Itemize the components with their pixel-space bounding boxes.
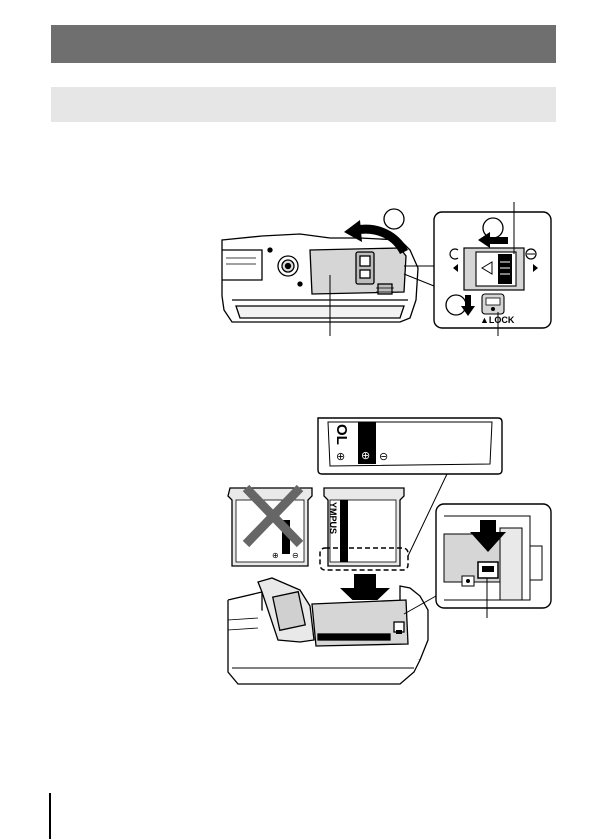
lock-detail-inset: ▲LOCK (434, 202, 551, 336)
plus-symbol: ⊕ (336, 451, 345, 463)
minus-symbol: ⊖ (379, 451, 388, 463)
battery-side-text: YMPUS (328, 502, 338, 534)
battery-wrong-orientation: ⊕ ⊖ (228, 488, 312, 566)
battery-top-text: OL (333, 424, 350, 445)
figure-insert-battery: OL ⊕ ⊕ ⊖ ⊕ ⊖ YMPUS (228, 418, 551, 684)
figure-open-cover: ▲LOCK (222, 202, 551, 336)
svg-text:⊖: ⊖ (292, 551, 299, 560)
lock-knob-inset (436, 504, 551, 618)
plus-symbol: ⊕ (361, 450, 370, 462)
slider-knob (498, 254, 512, 284)
battery-label-zoom: OL ⊕ ⊕ ⊖ (318, 418, 502, 474)
lock-label: ▲LOCK (480, 315, 515, 325)
step-marker-1 (384, 209, 404, 229)
camera-compartment-illustration (228, 578, 428, 684)
step-marker-3 (446, 295, 466, 315)
svg-text:⊕: ⊕ (272, 551, 279, 560)
battery-correct-orientation: YMPUS (320, 488, 408, 570)
page-margin-rule (49, 793, 51, 839)
camera-bottom-illustration (222, 234, 418, 336)
